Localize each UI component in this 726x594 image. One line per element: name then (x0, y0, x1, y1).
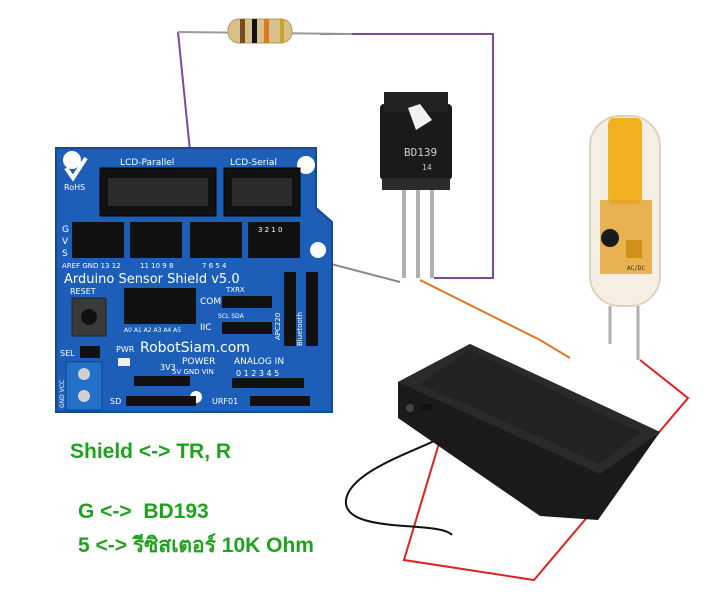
gvs-v: V (62, 237, 69, 247)
gnd-vcc-label: GND VCC (59, 380, 66, 408)
wire-black-battery (344, 435, 453, 536)
led-label: AC/DC (627, 265, 645, 272)
digital-mid-label: 11 10 9 8 (140, 262, 173, 270)
iic-label: IIC (200, 323, 212, 333)
urf01-label: URF01 (212, 397, 238, 406)
reset-label: RESET (70, 287, 96, 296)
shield-title: Arduino Sensor Shield v5.0 (64, 272, 240, 287)
sensor-shield: RoHS LCD-Parallel LCD-Serial G V S AREF … (55, 147, 333, 413)
sel-label: SEL (60, 349, 75, 358)
urf01-header (250, 396, 310, 406)
v33-label: 3V3 (160, 363, 176, 372)
analog-nums-label: 0 1 2 3 4 5 (236, 369, 279, 378)
wire-orange (419, 279, 571, 359)
transistor-label: BD139 (404, 146, 437, 159)
wire-red-led (402, 359, 690, 582)
note-line-3: 5 <-> รีซิสเตอร์ 10K Ohm (78, 534, 314, 557)
note-line-2: G <-> BD193 (78, 500, 209, 523)
scl-sda-label: SCL SDA (218, 313, 245, 320)
resistor (177, 18, 353, 44)
apc220-header (284, 272, 296, 346)
rohs-check-icon (64, 156, 88, 182)
digital-pin-blocks (72, 222, 300, 258)
bluetooth-label: Bluetooth (296, 312, 304, 346)
transistor: BD139 14 (380, 92, 452, 278)
lcd-parallel-label: LCD-Parallel (120, 158, 174, 168)
com-label: COM (200, 297, 221, 307)
brand-label: RobotSiam.com (140, 340, 250, 356)
wire-purple-return (320, 33, 494, 279)
sd-header (126, 396, 196, 406)
note-line-1: Shield <-> TR, R (70, 440, 232, 463)
sd-label: SD (110, 397, 121, 406)
txrx-label: TXRX (225, 286, 245, 294)
analog-pins-label: A0 A1 A2 A3 A4 A5 (124, 327, 181, 334)
transistor-sub: 14 (422, 163, 432, 172)
gvs-g: G (62, 225, 69, 235)
rohs-label: RoHS (64, 183, 85, 192)
pwr-label: PWR (116, 345, 135, 354)
sel-jumper (80, 346, 100, 358)
digital-far-label: 3 2 1 0 (258, 226, 283, 234)
analog-in-label: ANALOG IN (234, 357, 284, 367)
bluetooth-header (306, 272, 318, 346)
v5-gnd-vin-label: 5V GND VIN (172, 368, 214, 376)
pwr-led (118, 358, 130, 366)
analog-pin-block (124, 288, 196, 324)
digital-right-label: 7 6 5 4 (202, 262, 227, 270)
lcd-serial-label: LCD-Serial (230, 158, 277, 168)
led-bulb: AC/DC (589, 115, 661, 360)
apc220-label: APC220 (274, 313, 282, 340)
gvs-s: S (62, 249, 68, 259)
aref-row-label: AREF GND 13 12 (62, 262, 121, 270)
battery-box (398, 344, 660, 520)
power-label: POWER (182, 357, 215, 367)
